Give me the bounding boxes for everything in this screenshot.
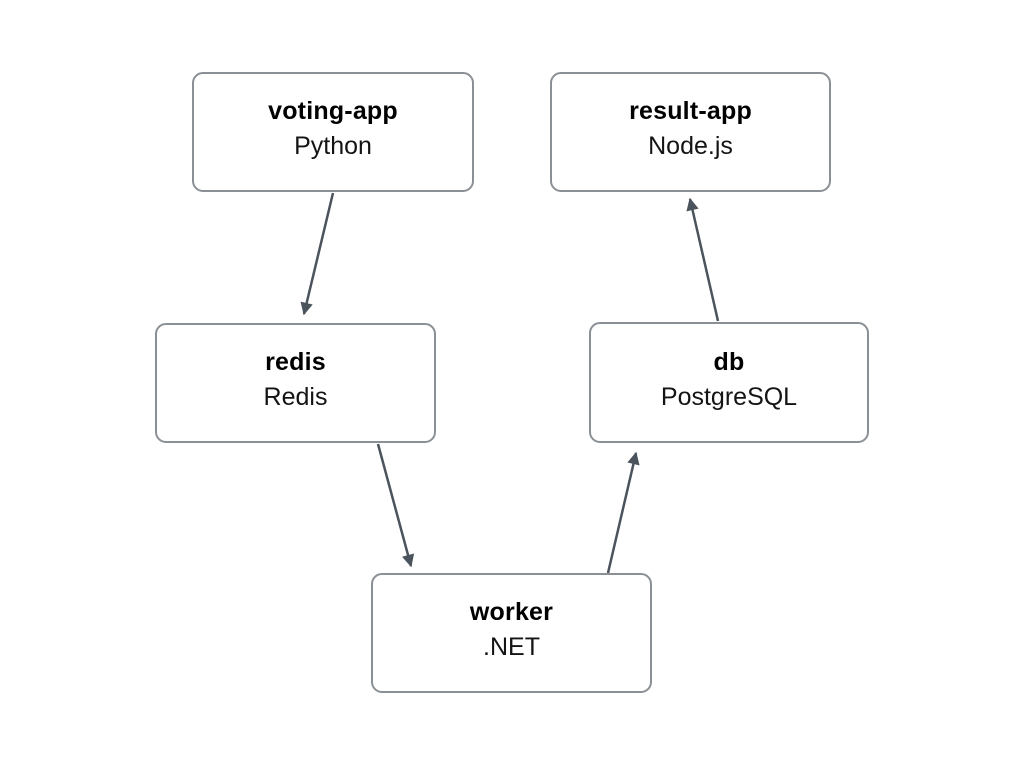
node-result-app: result-app Node.js (550, 72, 831, 192)
node-subtitle: PostgreSQL (660, 382, 798, 411)
node-subtitle: .NET (483, 633, 540, 661)
node-subtitle: Node.js (648, 132, 733, 160)
node-db: db PostgreSQL (589, 322, 869, 443)
edge-redis-to-worker (376, 443, 415, 568)
node-title: result-app (629, 97, 752, 125)
node-subtitle: Redis (263, 383, 328, 411)
edge-voting-app-to-redis (300, 192, 335, 316)
node-title: redis (265, 348, 326, 376)
edge-db-to-result-app (686, 197, 720, 322)
edge-worker-to-db (606, 451, 640, 574)
node-voting-app: voting-app Python (192, 72, 474, 192)
node-title: worker (469, 598, 554, 626)
node-subtitle: Python (294, 132, 372, 160)
node-worker: worker .NET (371, 573, 652, 693)
node-title: voting-app (268, 97, 398, 125)
node-redis: redis Redis (155, 323, 436, 443)
node-title: db (713, 347, 745, 376)
